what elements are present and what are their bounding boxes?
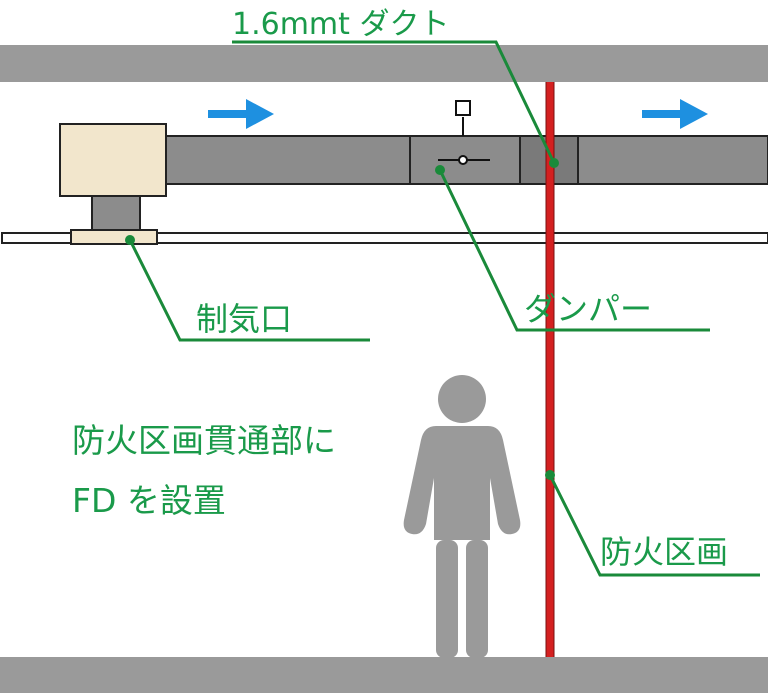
leader-lines [128, 40, 760, 577]
note-line-1: 防火区画貫通部に [72, 421, 336, 460]
flow-arrow-right [642, 99, 708, 129]
note-line-2: FD を設置 [72, 481, 226, 520]
person-icon [403, 375, 521, 658]
leader-dots [125, 158, 559, 480]
diffuser-face [70, 229, 158, 245]
damper-label: ダンパー [524, 290, 652, 328]
diffuser-assembly [59, 123, 167, 233]
fire-compartment-wall [546, 82, 554, 657]
diffuser-neck [91, 195, 141, 233]
diffuser-label: 制気口 [196, 300, 292, 338]
ceiling-slab [0, 45, 768, 82]
fire-compartment-label: 防火区画 [600, 533, 728, 571]
square-actuator-icon [455, 100, 471, 116]
floor-slab [0, 657, 768, 693]
flow-arrow-left [208, 99, 274, 129]
ceiling-board [1, 232, 768, 244]
duct-label: 1.6mmt ダクト [232, 7, 449, 42]
plenum-box [59, 123, 167, 197]
